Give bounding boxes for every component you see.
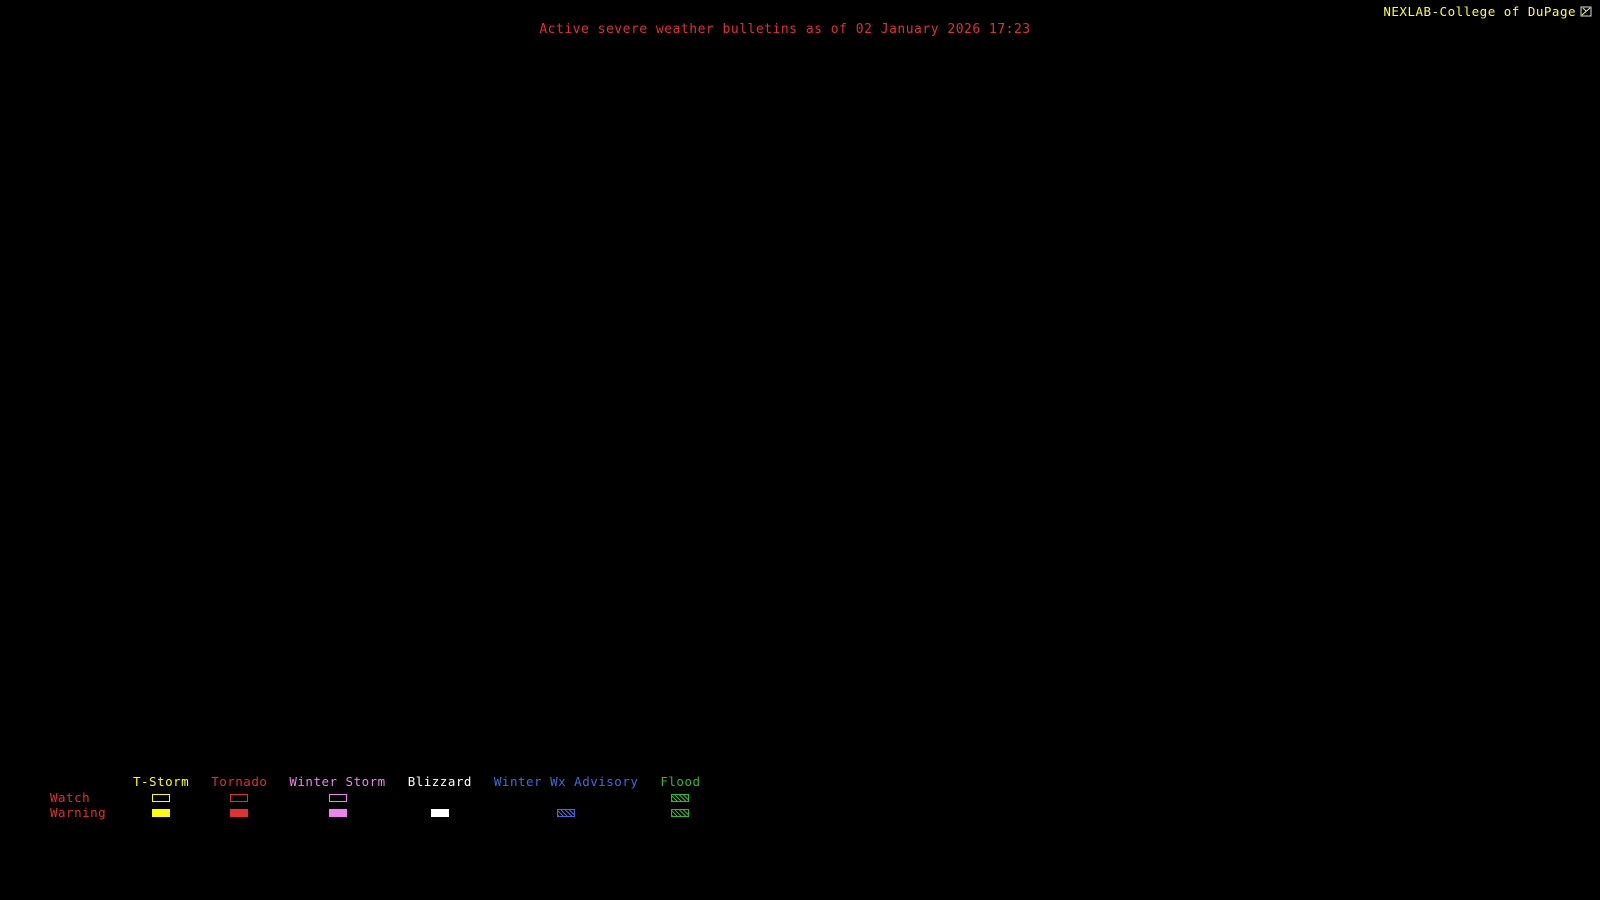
legend-cell-tstorm-watch [133,791,189,805]
tornado-warning-swatch [230,809,249,817]
legend-columns: T-Storm Tornado Winter Storm Blizzard Winter… [122,775,712,820]
winter-storm-watch-swatch [328,794,347,802]
legend-cell-winter-wx-advisory-watch [494,791,638,805]
weather-logo-icon [1580,5,1592,18]
tornado-watch-swatch [230,794,249,802]
legend-col-winter-wx-advisory: Winter Wx Advisory [483,775,649,820]
legend-col-winter-storm: Winter Storm [278,775,396,820]
legend-cell-flood-warning [660,806,700,820]
winter-storm-warning-swatch [328,809,347,817]
legend-cell-blizzard-watch [408,791,472,805]
flood-watch-swatch [671,794,690,802]
brand-text: NEXLAB-College of DuPage [1383,4,1576,19]
legend-col-tstorm: T-Storm [122,775,200,820]
legend-row-labels: Watch Warning [50,775,122,820]
legend-col-label-winter-storm: Winter Storm [289,774,386,789]
legend-col-flood: Flood [649,775,711,820]
tstorm-warning-swatch [152,809,171,817]
legend-cell-winter-storm-watch [289,791,385,805]
legend-cell-blizzard-warning [408,806,472,820]
legend-cell-winter-storm-warning [289,806,385,820]
legend-cell-tornado-warning [211,806,267,820]
legend-col-label-tstorm: T-Storm [133,774,190,789]
legend-cell-flood-watch [660,791,700,805]
winter-wx-advisory-warning-swatch [557,809,576,817]
flood-warning-swatch [671,809,690,817]
legend-col-label-winter-wx-advisory: Winter Wx Advisory [493,774,639,789]
legend-col-tornado: Tornado [200,775,278,820]
legend-col-label-tornado: Tornado [211,774,268,789]
blizzard-warning-swatch [430,809,449,817]
nexlab-brand: NEXLAB-College of DuPage [1383,4,1592,19]
legend-cell-tornado-watch [211,791,267,805]
legend-col-blizzard: Blizzard [397,775,483,820]
legend: Watch Warning T-Storm Tornado Winter Storm… [50,775,712,820]
legend-cell-tstorm-warning [133,806,189,820]
watch-row-label: Watch [50,790,91,805]
tstorm-watch-swatch [152,794,171,802]
legend-cell-winter-wx-advisory-warning [494,806,638,820]
bulletin-title: Active severe weather bulletins as of 02… [539,22,1031,37]
warning-row-label: Warning [50,805,107,820]
legend-row-label-spacer [50,775,122,790]
legend-col-label-blizzard: Blizzard [407,774,472,789]
legend-col-label-flood: Flood [660,774,701,789]
